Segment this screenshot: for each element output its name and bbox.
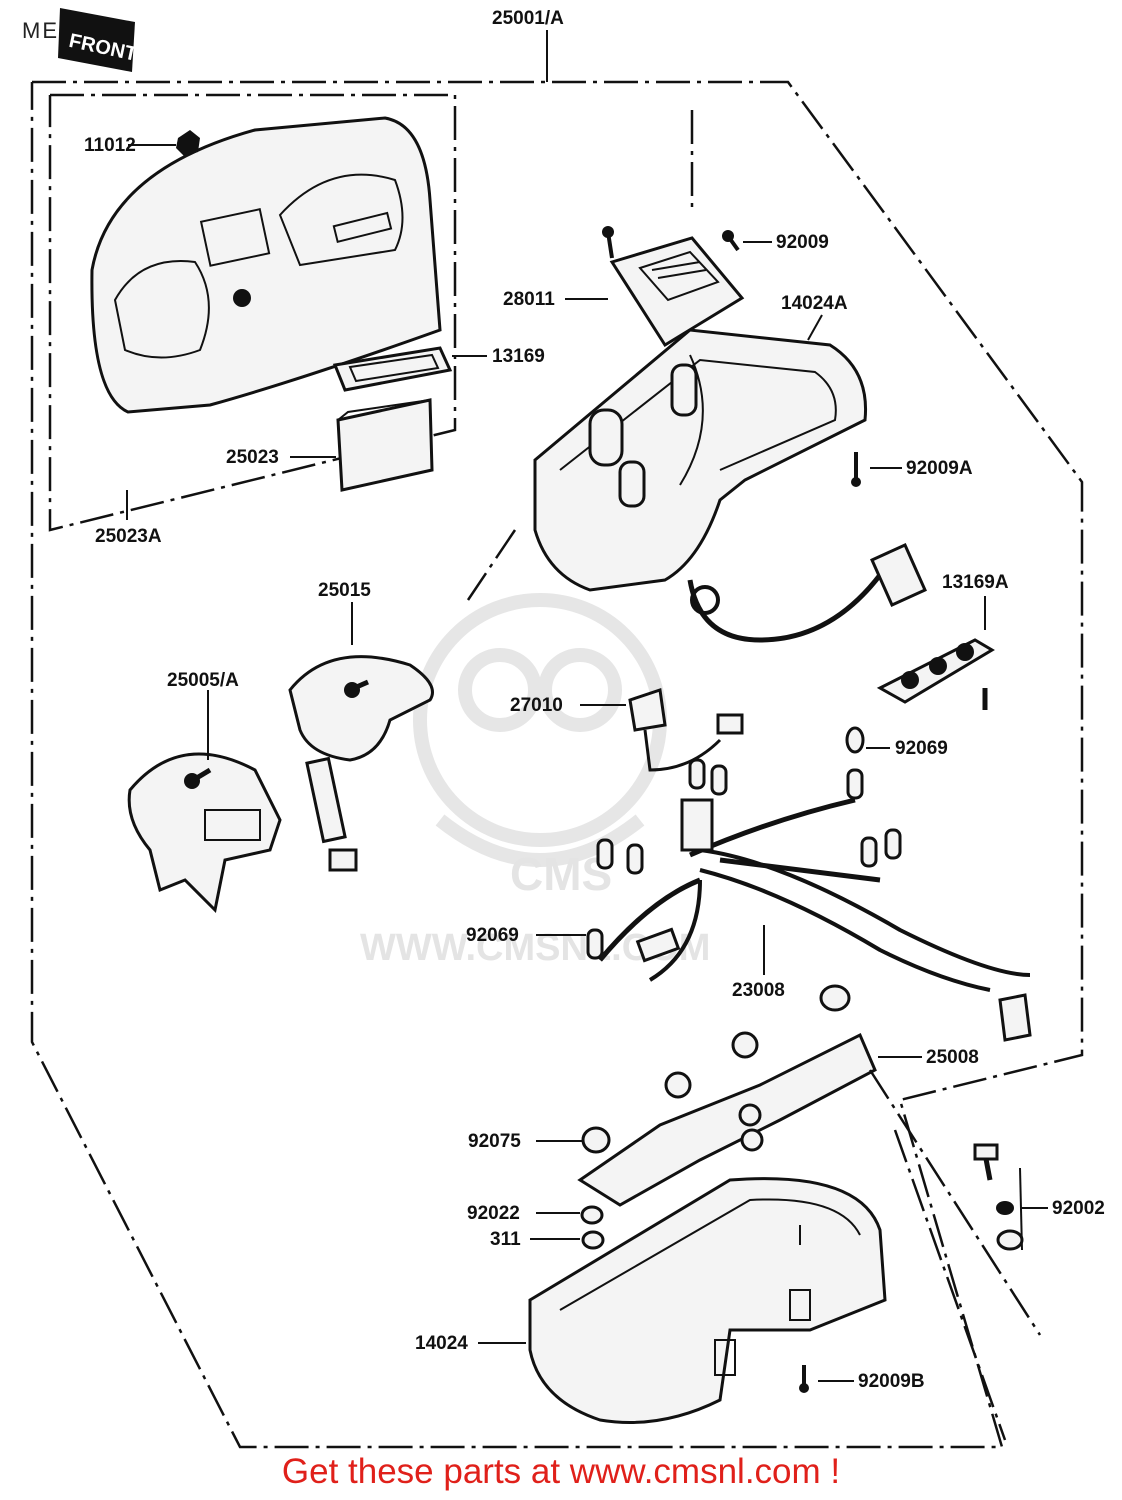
fastener-11012 [176,130,200,156]
cover-panel-outline [48,93,457,532]
callout-25023: 25023 [226,447,279,468]
callout-92009A: 92009A [906,458,973,479]
switch-27010 [628,688,744,772]
wire-harness-23008 [586,758,1032,1042]
callout-92009B: 92009B [858,1371,925,1392]
bolt-stack-92002 [973,1143,1024,1251]
grommet-92075 [581,1126,611,1154]
screw-92009A [851,452,861,487]
nut-311 [581,1230,605,1250]
callout-13169A: 13169A [942,572,1009,593]
lens-25023 [336,398,434,492]
callout-11012: 11012 [84,135,136,156]
callout-92002: 92002 [1052,1198,1105,1219]
bulb-92069-upper [845,726,865,754]
gasket-13169 [332,346,453,392]
screw-92009B [799,1365,809,1393]
callout-25005A: 25005/A [167,670,239,691]
bracket-25008 [577,984,877,1207]
callout-25001A: 25001/A [492,8,564,29]
callout-25008: 25008 [926,1047,979,1068]
plug-connector [870,543,927,607]
callout-92009: 92009 [776,232,829,253]
callout-13169: 13169 [492,346,545,367]
screw-92009-right [722,230,740,252]
callout-14024: 14024 [415,1333,468,1354]
meter-housing-14024A [533,328,868,592]
screw-92009-left [602,226,614,259]
bracket-13169A [876,638,995,710]
watermark: CMS WWW.CMSNL.COM [360,593,710,969]
callout-14024A: 14024A [781,293,848,314]
callout-311: 311 [490,1229,521,1250]
assembly-outline [30,80,1084,1449]
callout-92022: 92022 [467,1203,520,1224]
meter-cover [90,116,442,414]
footer-promo-link[interactable]: Get these parts at www.cmsnl.com ! [281,1452,841,1491]
connector-28011 [609,236,745,348]
callout-92069-upper: 92069 [895,738,948,759]
callout-25015: 25015 [318,580,371,601]
gauge-25005A [127,752,282,914]
front-badge: FRONT [58,8,139,72]
callout-92069-lower: 92069 [466,925,519,946]
gauge-25015 [288,655,434,872]
callout-92075: 92075 [468,1131,521,1152]
callout-25023A: 25023A [95,526,162,547]
callout-28011: 28011 [503,289,555,310]
watermark-brand: CMS [510,848,612,900]
callout-23008: 23008 [732,980,785,1001]
lower-cover-14024 [528,1177,887,1424]
callout-27010: 27010 [510,695,563,716]
washer-92022 [580,1205,604,1225]
